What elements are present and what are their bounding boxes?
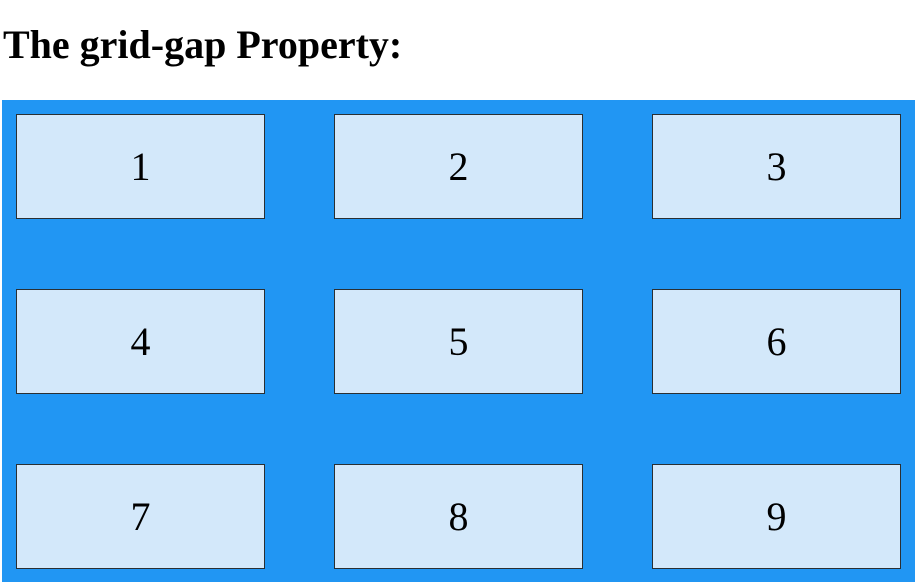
grid-item-3: 3: [652, 114, 901, 219]
grid-item-6: 6: [652, 289, 901, 394]
grid-item-5: 5: [334, 289, 583, 394]
grid-item-1: 1: [16, 114, 265, 219]
grid-item-4: 4: [16, 289, 265, 394]
grid-item-9: 9: [652, 464, 901, 569]
page-title: The grid-gap Property:: [3, 22, 403, 67]
grid-container: 1 2 3 4 5 6 7 8 9: [2, 100, 915, 582]
grid-item-8: 8: [334, 464, 583, 569]
grid-item-7: 7: [16, 464, 265, 569]
grid-item-2: 2: [334, 114, 583, 219]
